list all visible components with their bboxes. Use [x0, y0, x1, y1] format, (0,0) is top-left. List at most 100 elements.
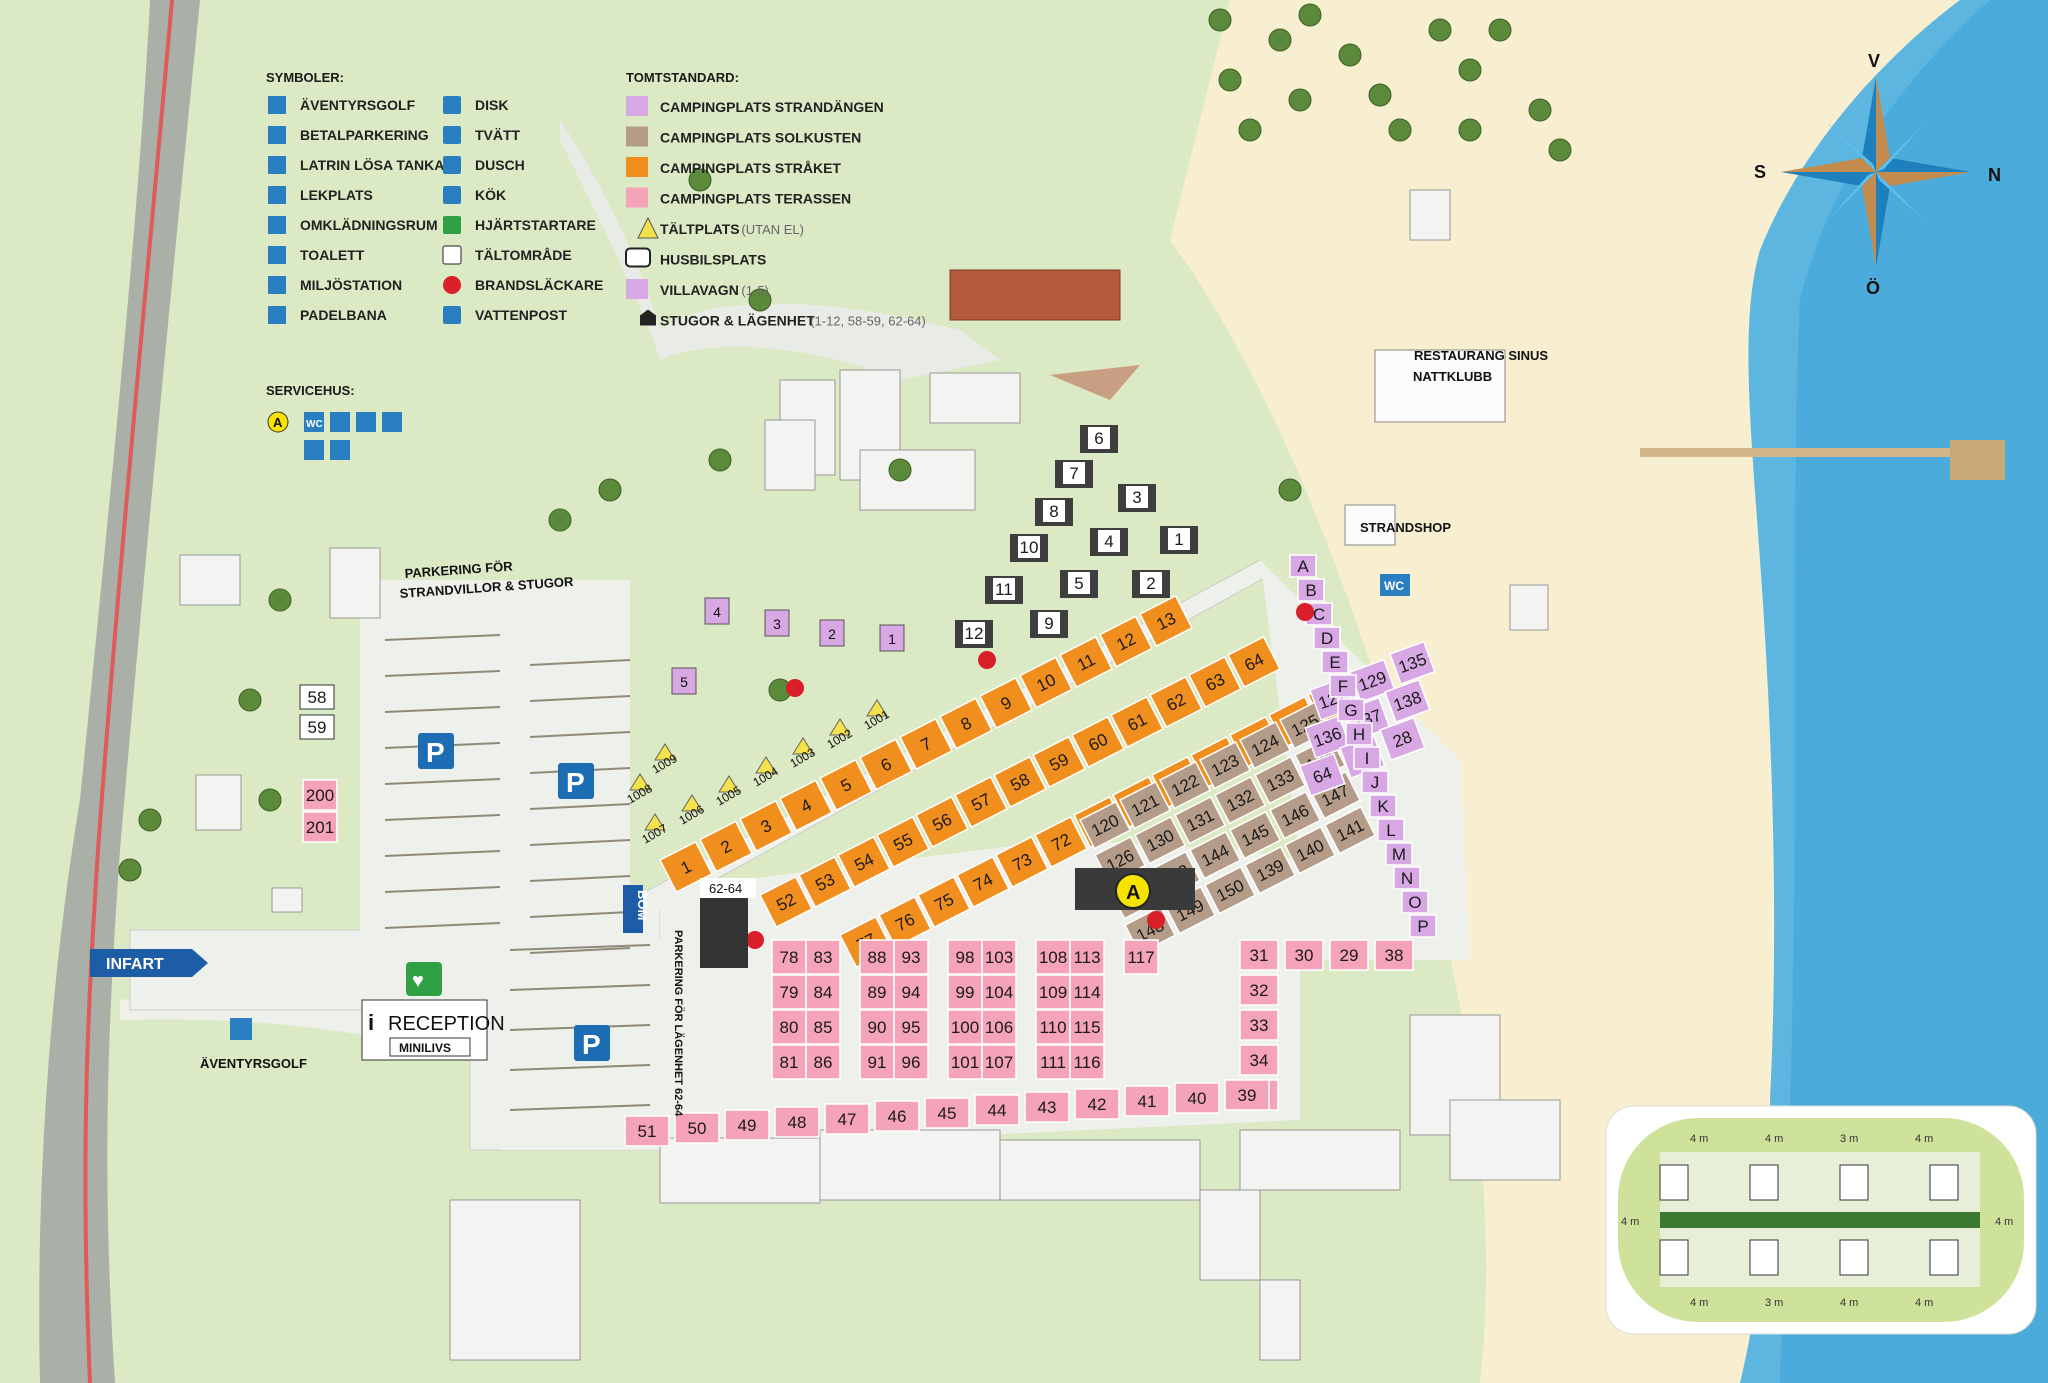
- camping-plot[interactable]: 95: [893, 1009, 929, 1045]
- camping-plot[interactable]: 75: [916, 875, 971, 929]
- camping-plot[interactable]: 201: [302, 811, 338, 843]
- camping-plot[interactable]: 140: [1283, 825, 1337, 875]
- tent-plot-icon[interactable]: [866, 699, 888, 717]
- camping-plot[interactable]: 81: [771, 1044, 807, 1080]
- camping-plot[interactable]: 34: [1239, 1044, 1279, 1076]
- camping-plot[interactable]: 13: [1138, 594, 1193, 648]
- camping-plot[interactable]: 103: [981, 939, 1017, 975]
- camping-plot[interactable]: 55: [875, 815, 930, 869]
- villavagn[interactable]: [671, 667, 697, 695]
- camping-plot[interactable]: G: [1337, 698, 1365, 722]
- camping-plot[interactable]: 84: [805, 974, 841, 1010]
- camping-plot[interactable]: 107: [981, 1044, 1017, 1080]
- camping-plot[interactable]: 1: [658, 840, 713, 894]
- camping-plot[interactable]: 132: [1213, 775, 1267, 825]
- camping-plot[interactable]: 56: [914, 795, 969, 849]
- villavagn[interactable]: [764, 609, 790, 637]
- camping-plot[interactable]: 141: [1323, 805, 1377, 855]
- camping-plot[interactable]: 104: [981, 974, 1017, 1010]
- camping-plot[interactable]: 64: [1226, 635, 1281, 689]
- camping-plot[interactable]: 99: [947, 974, 983, 1010]
- camping-plot[interactable]: 40: [1174, 1082, 1220, 1114]
- camping-plot[interactable]: 78: [771, 939, 807, 975]
- tent-plot-icon[interactable]: [681, 794, 703, 812]
- camping-plot[interactable]: L: [1377, 818, 1405, 842]
- camping-plot[interactable]: 100: [947, 1009, 983, 1045]
- camping-plot[interactable]: 48: [774, 1106, 820, 1138]
- camping-plot[interactable]: 5: [818, 758, 873, 812]
- camping-plot[interactable]: 96: [893, 1044, 929, 1080]
- camping-plot[interactable]: 88: [859, 939, 895, 975]
- tent-plot-icon[interactable]: [654, 743, 676, 761]
- camping-plot[interactable]: 111: [1035, 1044, 1071, 1080]
- villavagn[interactable]: [819, 619, 845, 647]
- camping-plot[interactable]: O: [1401, 890, 1429, 914]
- camping-plot[interactable]: 138: [1384, 678, 1431, 724]
- camping-plot[interactable]: 110: [1035, 1009, 1071, 1045]
- camping-plot[interactable]: 85: [805, 1009, 841, 1045]
- camping-plot[interactable]: 39: [1224, 1079, 1270, 1111]
- camping-plot[interactable]: 91: [859, 1044, 895, 1080]
- camping-plot[interactable]: 42: [1074, 1088, 1120, 1120]
- camping-plot[interactable]: 146: [1268, 790, 1322, 840]
- camping-plot[interactable]: 108: [1035, 939, 1071, 975]
- camping-plot[interactable]: 38: [1374, 939, 1414, 971]
- camping-plot[interactable]: 117: [1123, 939, 1159, 975]
- camping-plot[interactable]: 41: [1124, 1085, 1170, 1117]
- camping-plot[interactable]: 130: [1133, 815, 1187, 865]
- camping-plot[interactable]: 124: [1238, 720, 1292, 770]
- camping-plot[interactable]: 57: [953, 775, 1008, 829]
- camping-plot[interactable]: 58: [992, 755, 1047, 809]
- camping-plot[interactable]: 46: [874, 1100, 920, 1132]
- camping-plot[interactable]: 72: [1033, 815, 1088, 869]
- camping-plot[interactable]: 122: [1158, 760, 1212, 810]
- camping-plot[interactable]: 52: [758, 875, 813, 929]
- camping-plot[interactable]: 135: [1389, 640, 1436, 686]
- camping-plot[interactable]: 12: [1098, 615, 1153, 668]
- camping-plot[interactable]: 51: [624, 1115, 670, 1147]
- camping-plot[interactable]: M: [1385, 842, 1413, 866]
- camping-plot[interactable]: 114: [1069, 974, 1105, 1010]
- camping-plot[interactable]: 129: [1349, 658, 1396, 704]
- camping-plot[interactable]: 98: [947, 939, 983, 975]
- camping-plot[interactable]: 80: [771, 1009, 807, 1045]
- camping-plot[interactable]: 200: [302, 779, 338, 811]
- tent-plot-icon[interactable]: [755, 756, 777, 774]
- camping-plot[interactable]: A: [1289, 554, 1317, 578]
- camping-plot[interactable]: 61: [1109, 695, 1164, 749]
- camping-plot[interactable]: 53: [797, 855, 852, 909]
- camping-plot[interactable]: B: [1297, 578, 1325, 602]
- camping-plot[interactable]: 33: [1239, 1009, 1279, 1041]
- camping-plot[interactable]: 62: [1148, 675, 1203, 729]
- camping-plot[interactable]: 28: [1379, 716, 1426, 762]
- camping-plot[interactable]: 43: [1024, 1091, 1070, 1123]
- camping-plot[interactable]: 50: [674, 1112, 720, 1144]
- villavagn[interactable]: [879, 624, 905, 652]
- tent-plot-icon[interactable]: [718, 775, 740, 793]
- camping-plot[interactable]: 3: [738, 799, 793, 853]
- camping-plot[interactable]: 145: [1228, 810, 1282, 860]
- camping-plot[interactable]: 94: [893, 974, 929, 1010]
- tent-plot-icon[interactable]: [829, 718, 851, 736]
- camping-plot[interactable]: 9: [978, 676, 1033, 730]
- villavagn[interactable]: [704, 597, 730, 625]
- camping-plot[interactable]: I: [1353, 746, 1381, 770]
- camping-plot[interactable]: 93: [893, 939, 929, 975]
- camping-plot[interactable]: E: [1321, 650, 1349, 674]
- camping-plot[interactable]: P: [1409, 914, 1437, 938]
- camping-plot[interactable]: 8: [938, 697, 993, 750]
- camping-plot[interactable]: N: [1393, 866, 1421, 890]
- camping-plot[interactable]: 83: [805, 939, 841, 975]
- camping-plot[interactable]: 116: [1069, 1044, 1105, 1080]
- camping-plot[interactable]: 106: [981, 1009, 1017, 1045]
- camping-plot[interactable]: 54: [836, 835, 891, 889]
- camping-plot[interactable]: 144: [1188, 830, 1242, 880]
- cabin[interactable]: [299, 684, 335, 710]
- camping-plot[interactable]: 131: [1173, 795, 1227, 845]
- camping-plot[interactable]: 113: [1069, 939, 1105, 975]
- camping-plot[interactable]: 32: [1239, 974, 1279, 1006]
- camping-plot[interactable]: 59: [1031, 735, 1086, 789]
- camping-plot[interactable]: 86: [805, 1044, 841, 1080]
- camping-plot[interactable]: 63: [1187, 655, 1242, 709]
- camping-plot[interactable]: 45: [924, 1097, 970, 1129]
